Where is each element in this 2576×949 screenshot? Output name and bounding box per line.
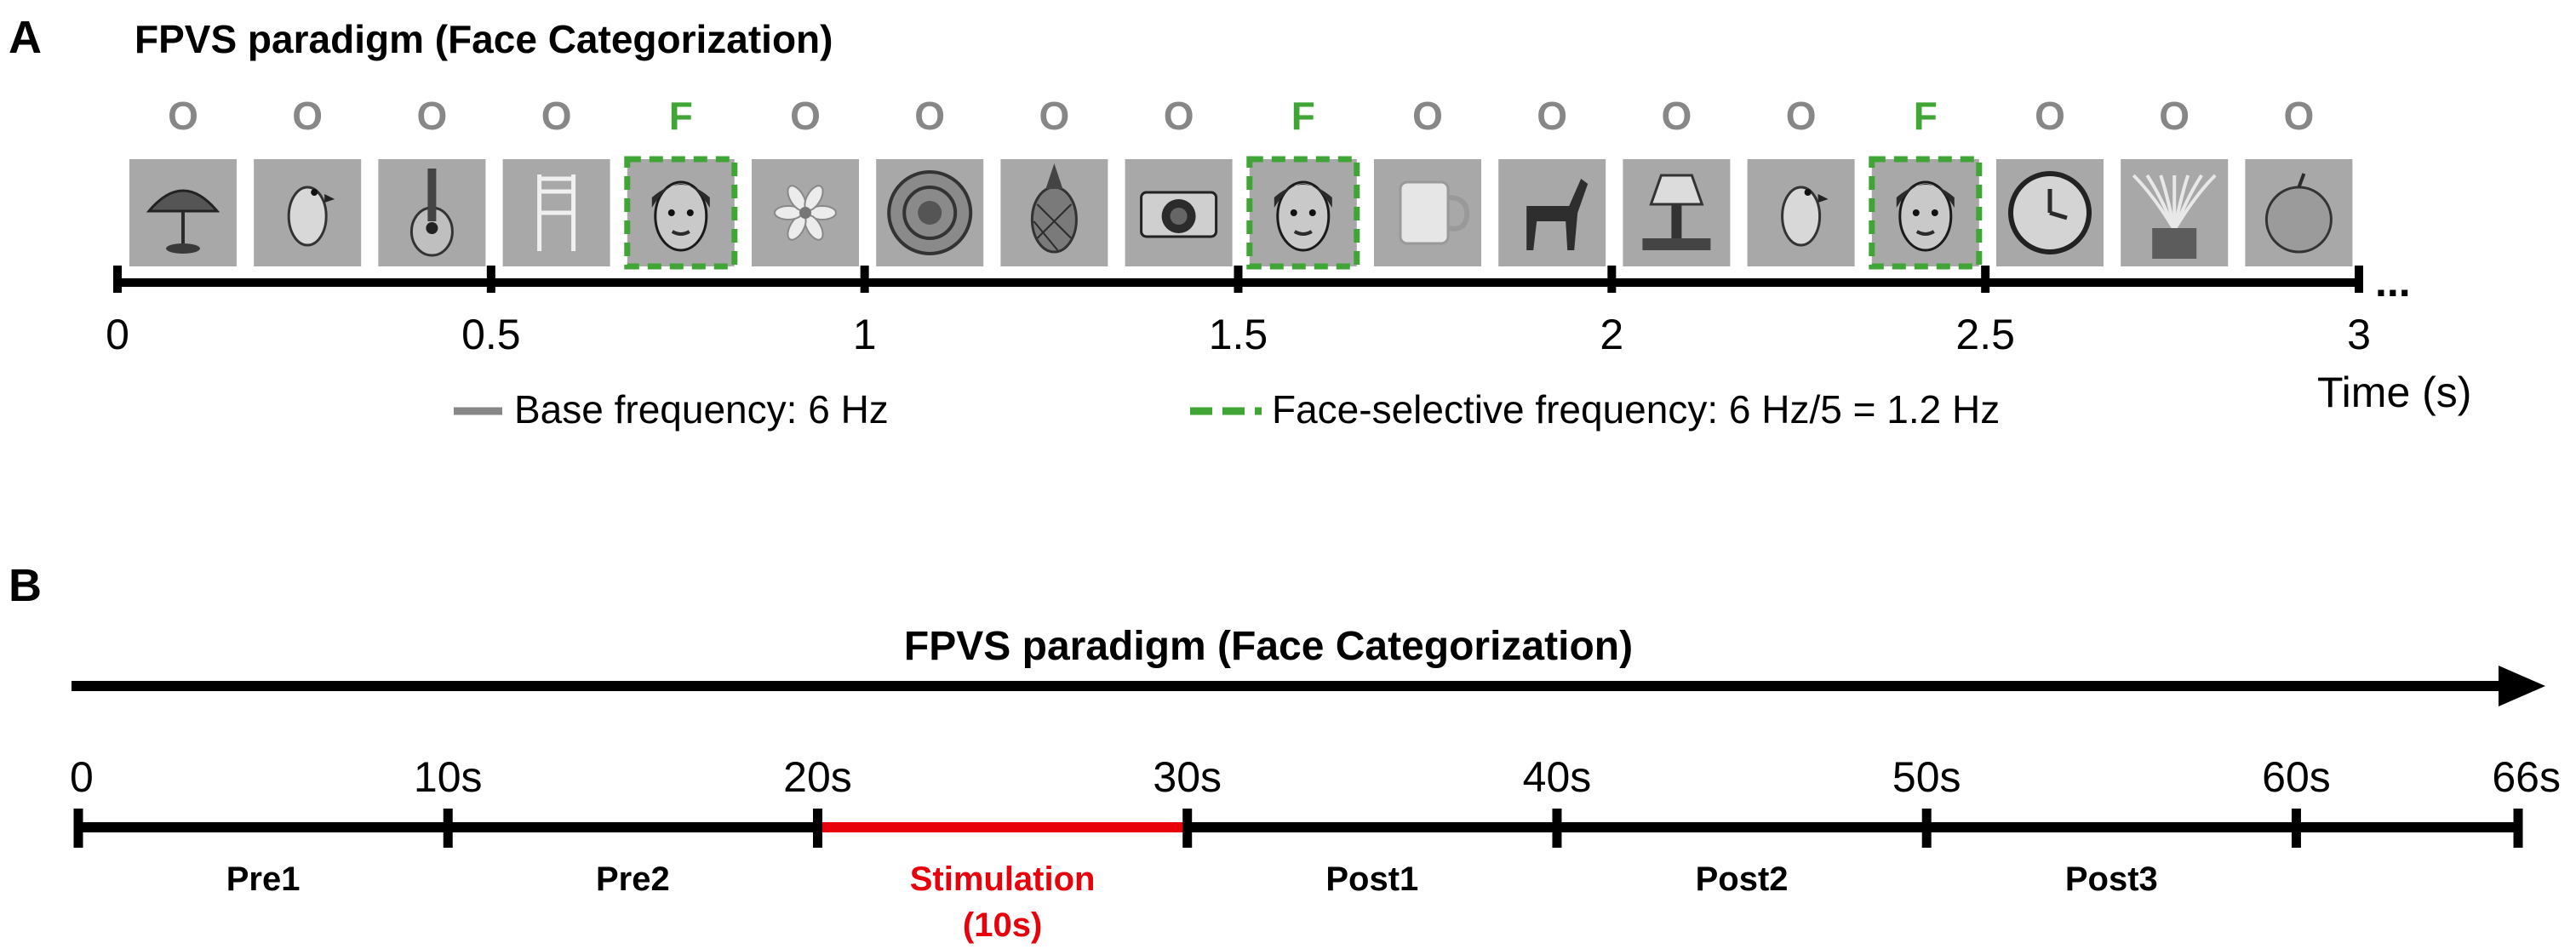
camera-photo (1125, 159, 1233, 266)
bird-photo (1747, 159, 1855, 266)
segment-label-pre2: Pre2 (596, 860, 670, 898)
face-highlight-border (624, 156, 738, 270)
timeline-tick-label: 40s (1523, 753, 1592, 801)
segment-label-post2: Post2 (1696, 860, 1789, 898)
time-axis-tick-label: 2.5 (1955, 311, 2015, 358)
face-photo (1246, 156, 1360, 270)
sequence-label-face: F (1914, 94, 1938, 138)
sequence-label-object: O (2284, 94, 2315, 138)
timeline-segment-labels: Pre1 Pre2 Stimulation (10s) Post1 Post2 Post3 (226, 860, 2158, 944)
legend-face-text: Face-selective frequency: 6 Hz/5 = 1.2 H… (1272, 387, 2000, 432)
timeline-tick-label: 0 (70, 753, 94, 801)
sequence-label-object: O (2035, 94, 2065, 138)
face-highlight-border (1246, 156, 1360, 270)
time-axis-tick-label: 1 (853, 311, 877, 358)
axis-ellipsis: ... (2375, 258, 2411, 306)
timeline-tick-label: 66s (2492, 753, 2561, 801)
time-axis-tick-label: 0 (106, 311, 129, 358)
timeline-tick-label: 30s (1153, 753, 1222, 801)
sequence-label-object: O (2159, 94, 2190, 138)
timeline-tick-label: 20s (783, 753, 852, 801)
sequence-label-object: O (1786, 94, 1817, 138)
segment-sublabel: (10s) (963, 906, 1042, 944)
segment-label-pre1: Pre1 (226, 860, 301, 898)
parrot-photo (254, 159, 362, 266)
plate-photo (876, 159, 984, 266)
panel-a-letter: A (9, 12, 42, 63)
timeline-tick-label: 60s (2262, 753, 2331, 801)
paradigm-arrow-head (2499, 666, 2545, 706)
pineapple-photo (1000, 159, 1108, 266)
sequence-images (129, 156, 2353, 270)
sequence-label-object: O (1412, 94, 1443, 138)
sequence-label-object: O (168, 94, 198, 138)
chair-photo (502, 159, 610, 266)
panel-b-title: FPVS paradigm (Face Categorization) (904, 624, 1633, 669)
panel-a: A FPVS paradigm (Face Categorization) O O… (9, 12, 2471, 432)
sequence-label-object: O (790, 94, 821, 138)
panel-b-letter: B (9, 560, 42, 611)
segment-label-post1: Post1 (1325, 860, 1418, 898)
guitar-photo (378, 159, 486, 266)
time-axis-tick-label: 3 (2347, 311, 2371, 358)
time-axis-label: Time (s) (2317, 369, 2471, 416)
sequence-label-face: F (1291, 94, 1315, 138)
time-axis-ticks: 0 0.5 1 1.5 2 2.5 3 (106, 266, 2371, 358)
timeline-ticks: 0 10s 20s 30s 40s 50s 60s 66s (70, 753, 2561, 848)
tiffany-lamp-photo (129, 159, 237, 266)
sequence-label-object: O (541, 94, 572, 138)
sequence-label-object: O (1662, 94, 1692, 138)
sequence-label-object: O (1537, 94, 1567, 138)
time-axis-tick-label: 1.5 (1209, 311, 1268, 358)
sequence-label-object: O (1039, 94, 1070, 138)
sequence-label-object: O (914, 94, 945, 138)
legend: Base frequency: 6 Hz Face-selective freq… (454, 387, 2000, 432)
segment-label-stimulation: Stimulation (910, 860, 1096, 898)
segment-label-post3: Post3 (2065, 860, 2158, 898)
mug-photo (1374, 159, 1481, 266)
horse-photo (1498, 159, 1606, 266)
flower-photo (752, 159, 859, 266)
panel-a-title: FPVS paradigm (Face Categorization) (135, 17, 833, 61)
time-axis-tick-label: 2 (1600, 311, 1623, 358)
panel-b: B FPVS paradigm (Face Categorization) 0 1… (9, 560, 2561, 944)
sequence-label-object: O (292, 94, 323, 138)
clock-photo (1996, 159, 2104, 266)
apple-photo (2245, 159, 2353, 266)
sequence-label-face: F (669, 94, 693, 138)
plant-photo (2121, 159, 2229, 266)
face-highlight-border (1869, 156, 1983, 270)
timeline-tick-label: 10s (414, 753, 483, 801)
legend-base-text: Base frequency: 6 Hz (514, 387, 889, 432)
sequence-label-object: O (1164, 94, 1194, 138)
table-lamp-photo (1623, 159, 1731, 266)
face-photo (1869, 156, 1983, 270)
sequence-label-object: O (417, 94, 448, 138)
timeline-tick-label: 50s (1892, 753, 1961, 801)
face-photo (624, 156, 738, 270)
time-axis-tick-label: 0.5 (461, 311, 521, 358)
